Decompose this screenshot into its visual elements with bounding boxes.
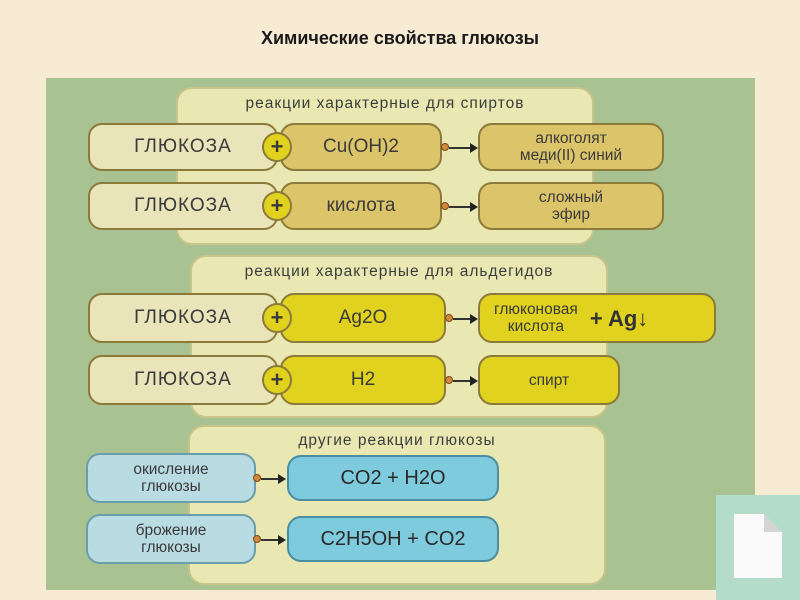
product-copper-alcoholate: алкоголят меди(II) синий bbox=[478, 123, 664, 171]
product-ester: сложный эфир bbox=[478, 182, 664, 230]
reagent-hydrogen: H2 bbox=[280, 355, 446, 405]
product-alcohol: спирт bbox=[478, 355, 620, 405]
arrow-line bbox=[449, 206, 471, 208]
reagent-silver-oxide: Ag2O bbox=[280, 293, 446, 343]
arrow-line bbox=[449, 147, 471, 149]
arrow-head bbox=[278, 535, 286, 545]
plus-icon: + bbox=[262, 303, 292, 333]
product-line: кислота bbox=[507, 318, 565, 335]
slide-title: Химические свойства глюкозы bbox=[260, 28, 540, 48]
reactant-glucose: ГЛЮКОЗА bbox=[88, 182, 278, 230]
result-ethanol-co2: C2H5OH + CO2 bbox=[287, 516, 499, 562]
product-line: меди(II) синий bbox=[519, 147, 623, 164]
group-heading: реакции характерные для спиртов bbox=[245, 95, 525, 112]
product-gluconic-acid: глюконовая кислота + Ag↓ bbox=[478, 293, 716, 343]
product-line: алкоголят bbox=[535, 130, 607, 147]
product-line: глюконовая bbox=[494, 301, 578, 318]
group-heading: реакции характерные для альдегидов bbox=[244, 263, 554, 280]
reactant-glucose: ГЛЮКОЗА bbox=[88, 293, 278, 343]
process-line: брожение bbox=[135, 522, 207, 539]
result-co2-h2o: CO2 + H2O bbox=[287, 455, 499, 501]
arrow-right-icon bbox=[441, 143, 449, 151]
product-line: сложный bbox=[538, 189, 604, 206]
process-line: окисление bbox=[133, 461, 209, 478]
arrow-line bbox=[453, 380, 471, 382]
arrow-right-icon bbox=[441, 202, 449, 210]
plus-icon: + bbox=[262, 365, 292, 395]
process-line: глюкозы bbox=[141, 478, 201, 495]
plus-icon: + bbox=[262, 191, 292, 221]
arrow-right-icon bbox=[253, 535, 261, 543]
reactant-glucose: ГЛЮКОЗА bbox=[88, 123, 278, 171]
product-name: глюконовая кислота bbox=[494, 301, 578, 335]
arrow-right-icon bbox=[253, 474, 261, 482]
process-fermentation: брожение глюкозы bbox=[86, 514, 256, 564]
reactant-glucose: ГЛЮКОЗА bbox=[88, 355, 278, 405]
arrow-head bbox=[470, 202, 478, 212]
process-oxidation: окисление глюкозы bbox=[86, 453, 256, 503]
process-line: глюкозы bbox=[141, 539, 201, 556]
arrow-head bbox=[470, 143, 478, 153]
reagent-acid: кислота bbox=[280, 182, 442, 230]
product-line: эфир bbox=[552, 206, 590, 223]
group-heading: другие реакции глюкозы bbox=[298, 432, 496, 449]
reagent-copper-hydroxide: Cu(OH)2 bbox=[280, 123, 442, 171]
document-fold bbox=[764, 514, 782, 532]
arrow-line bbox=[453, 318, 471, 320]
arrow-line bbox=[261, 478, 279, 480]
arrow-head bbox=[470, 376, 478, 386]
arrow-right-icon bbox=[445, 376, 453, 384]
plus-icon: + bbox=[262, 132, 292, 162]
arrow-right-icon bbox=[445, 314, 453, 322]
arrow-head bbox=[278, 474, 286, 484]
arrow-head bbox=[470, 314, 478, 324]
silver-precipitate: + Ag↓ bbox=[589, 305, 649, 331]
arrow-line bbox=[261, 539, 279, 541]
